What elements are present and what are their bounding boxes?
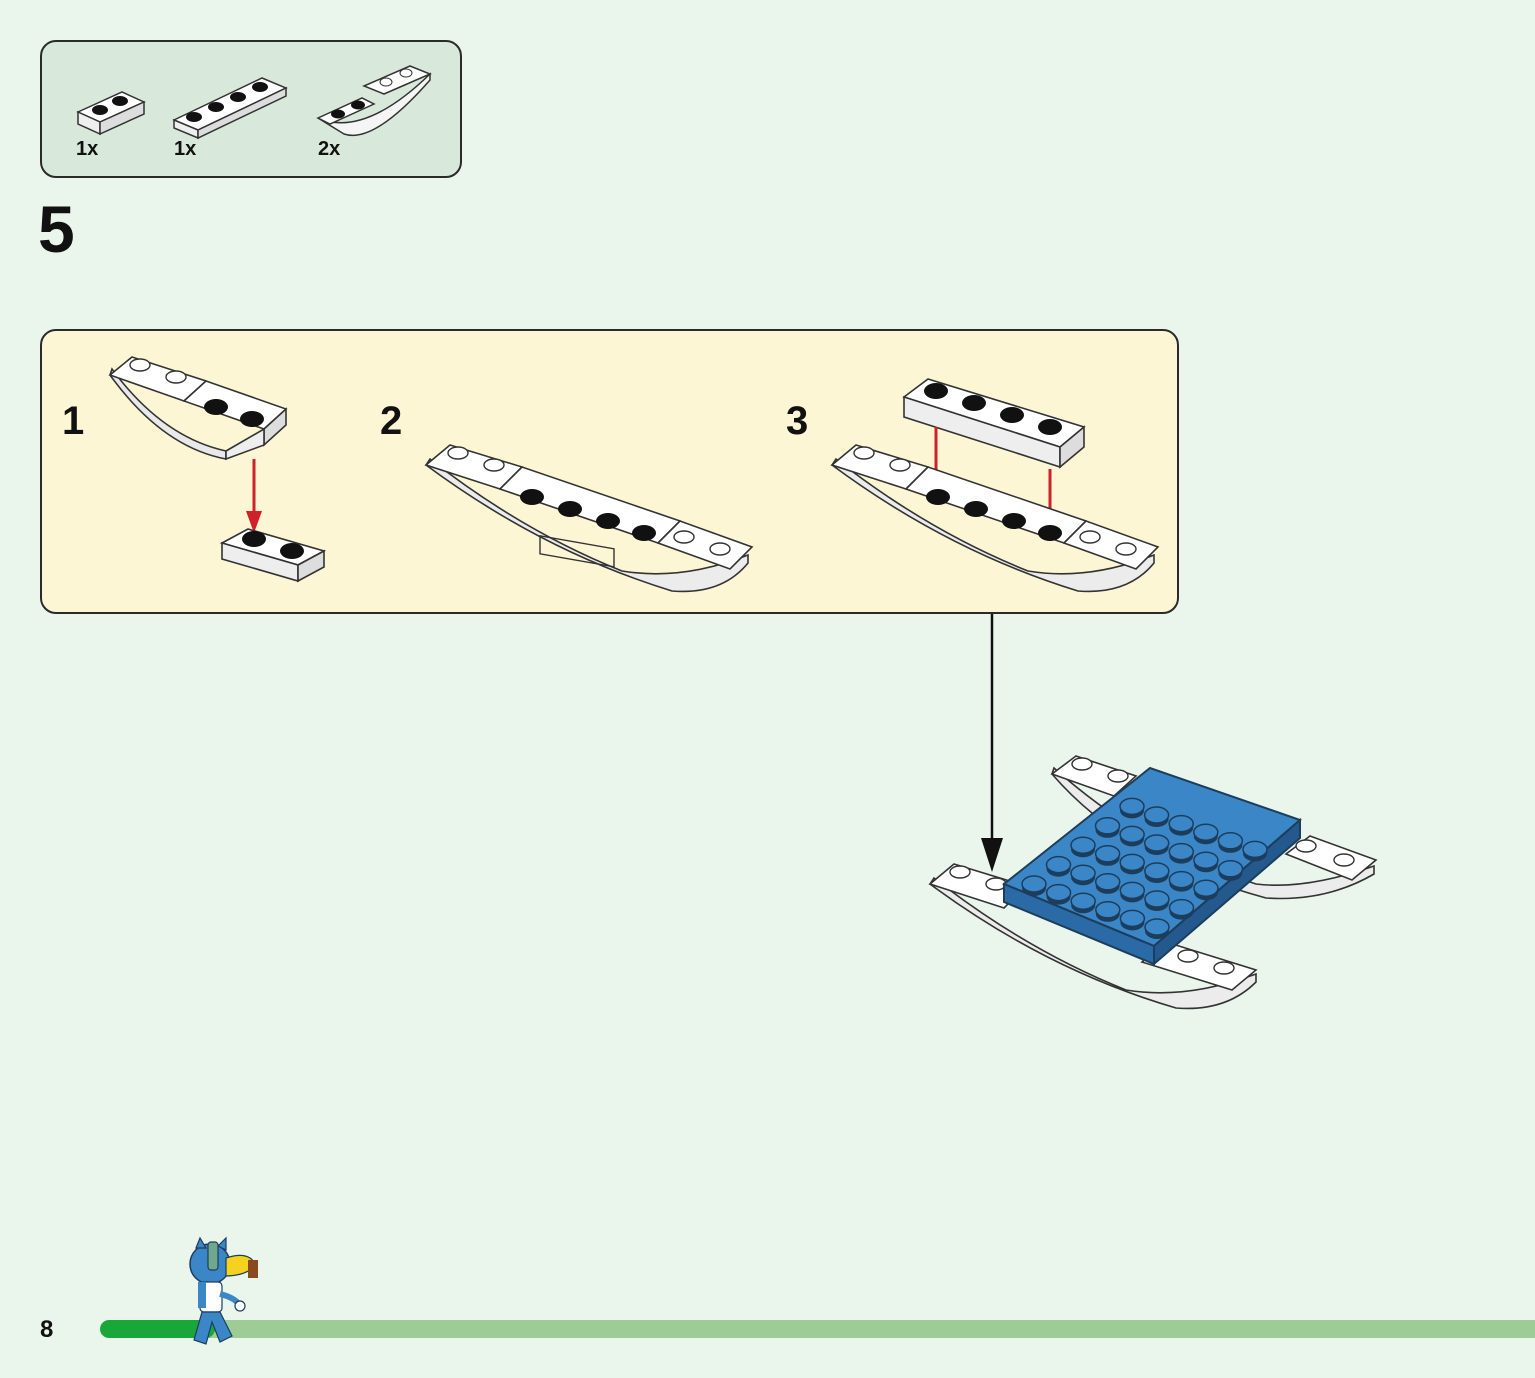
stud xyxy=(1143,806,1170,824)
stud xyxy=(1193,823,1219,841)
plate-1x4-icon xyxy=(172,77,288,140)
connector-arrow xyxy=(981,614,1003,872)
stud xyxy=(1119,825,1145,844)
stud xyxy=(1095,901,1121,919)
stud xyxy=(1193,851,1219,869)
stud xyxy=(1070,892,1096,910)
mascot-character-icon xyxy=(189,1236,258,1345)
stud xyxy=(1045,855,1072,874)
stud xyxy=(1193,879,1219,897)
stud xyxy=(1119,881,1146,900)
blue-plate-studs xyxy=(1021,797,1268,939)
stud xyxy=(1119,853,1145,872)
substep-1-illustration xyxy=(108,356,327,583)
stud xyxy=(1070,836,1096,854)
assembled-model-illustration xyxy=(928,755,1378,1010)
stud xyxy=(1021,875,1047,893)
stud xyxy=(1217,832,1244,850)
substep-number-3: 3 xyxy=(786,399,809,443)
step-number: 5 xyxy=(38,192,75,266)
part-qty-3: 2x xyxy=(318,138,341,160)
parts-list-box: 1x 1x 2x xyxy=(40,40,462,178)
substep-3-illustration xyxy=(830,378,1160,593)
stud xyxy=(1119,909,1146,928)
page-number: 8 xyxy=(40,1316,54,1343)
stud xyxy=(1094,817,1121,835)
stud xyxy=(1144,918,1170,936)
stud xyxy=(1168,842,1195,861)
curved-slope-icon xyxy=(316,65,432,136)
stud xyxy=(1094,845,1121,863)
part-qty-1: 1x xyxy=(76,138,99,160)
stud xyxy=(1168,898,1195,917)
stud xyxy=(1119,797,1145,816)
stud xyxy=(1144,890,1170,908)
progress-fill xyxy=(100,1320,215,1338)
part-qty-2: 1x xyxy=(174,138,197,160)
substep-2-illustration xyxy=(424,444,754,593)
substep-number-2: 2 xyxy=(380,399,403,443)
stud xyxy=(1242,840,1268,859)
stud xyxy=(1217,860,1244,878)
stud xyxy=(1168,870,1195,889)
plate-1x2-icon xyxy=(76,91,146,136)
substeps-panel: 1 2 3 xyxy=(40,329,1179,614)
stud xyxy=(1144,862,1170,880)
stud xyxy=(1094,873,1121,891)
stud xyxy=(1143,834,1170,852)
stud xyxy=(1168,814,1194,833)
substep-number-1: 1 xyxy=(62,399,85,443)
stud xyxy=(1070,864,1096,882)
progress-bar xyxy=(100,1320,1535,1338)
stud xyxy=(1045,883,1072,902)
